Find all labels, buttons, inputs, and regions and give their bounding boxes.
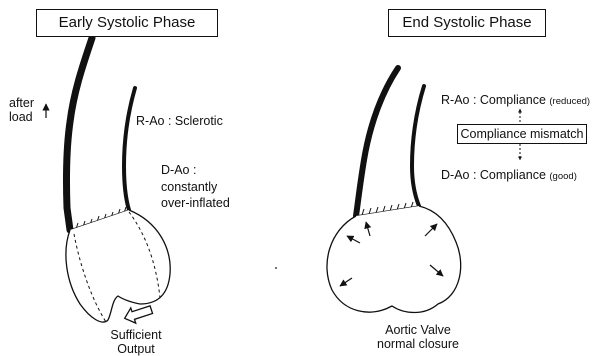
d-ao-label-1: D-Ao :: [161, 163, 196, 177]
afterload-label-1: after: [9, 96, 34, 110]
r-ao-compliance-qualifier: (reduced): [549, 96, 590, 107]
r-ao-sclerotic-label: R-Ao : Sclerotic: [136, 114, 223, 128]
right-aorta: [356, 68, 424, 216]
d-ao-compliance-qualifier: (good): [549, 171, 576, 182]
aortic-valve-label-1: Aortic Valve: [368, 323, 468, 337]
output-arrow-icon: [122, 302, 154, 326]
r-ao-compliance-text: R-Ao : Compliance: [441, 93, 546, 107]
compliance-mismatch-box: Compliance mismatch: [457, 124, 587, 144]
d-ao-compliance-label: D-Ao : Compliance (good): [441, 168, 577, 184]
left-aorta: [66, 38, 135, 230]
aortic-valve-label-2: normal closure: [368, 337, 468, 351]
right-ventricle: [327, 206, 461, 313]
stray-dot: [275, 267, 277, 269]
d-ao-compliance-text: D-Ao : Compliance: [441, 168, 546, 182]
d-ao-label-2: constantly: [161, 180, 217, 194]
end-systolic-title: End Systolic Phase: [388, 9, 546, 37]
early-systolic-title: Early Systolic Phase: [36, 9, 218, 37]
afterload-label-2: load: [9, 110, 33, 124]
sufficient-output-label-2: Output: [96, 342, 176, 356]
d-ao-label-3: over-inflated: [161, 196, 230, 210]
r-ao-compliance-label: R-Ao : Compliance (reduced): [441, 93, 590, 109]
left-ventricle: [66, 210, 170, 322]
sufficient-output-label-1: Sufficient: [96, 328, 176, 342]
